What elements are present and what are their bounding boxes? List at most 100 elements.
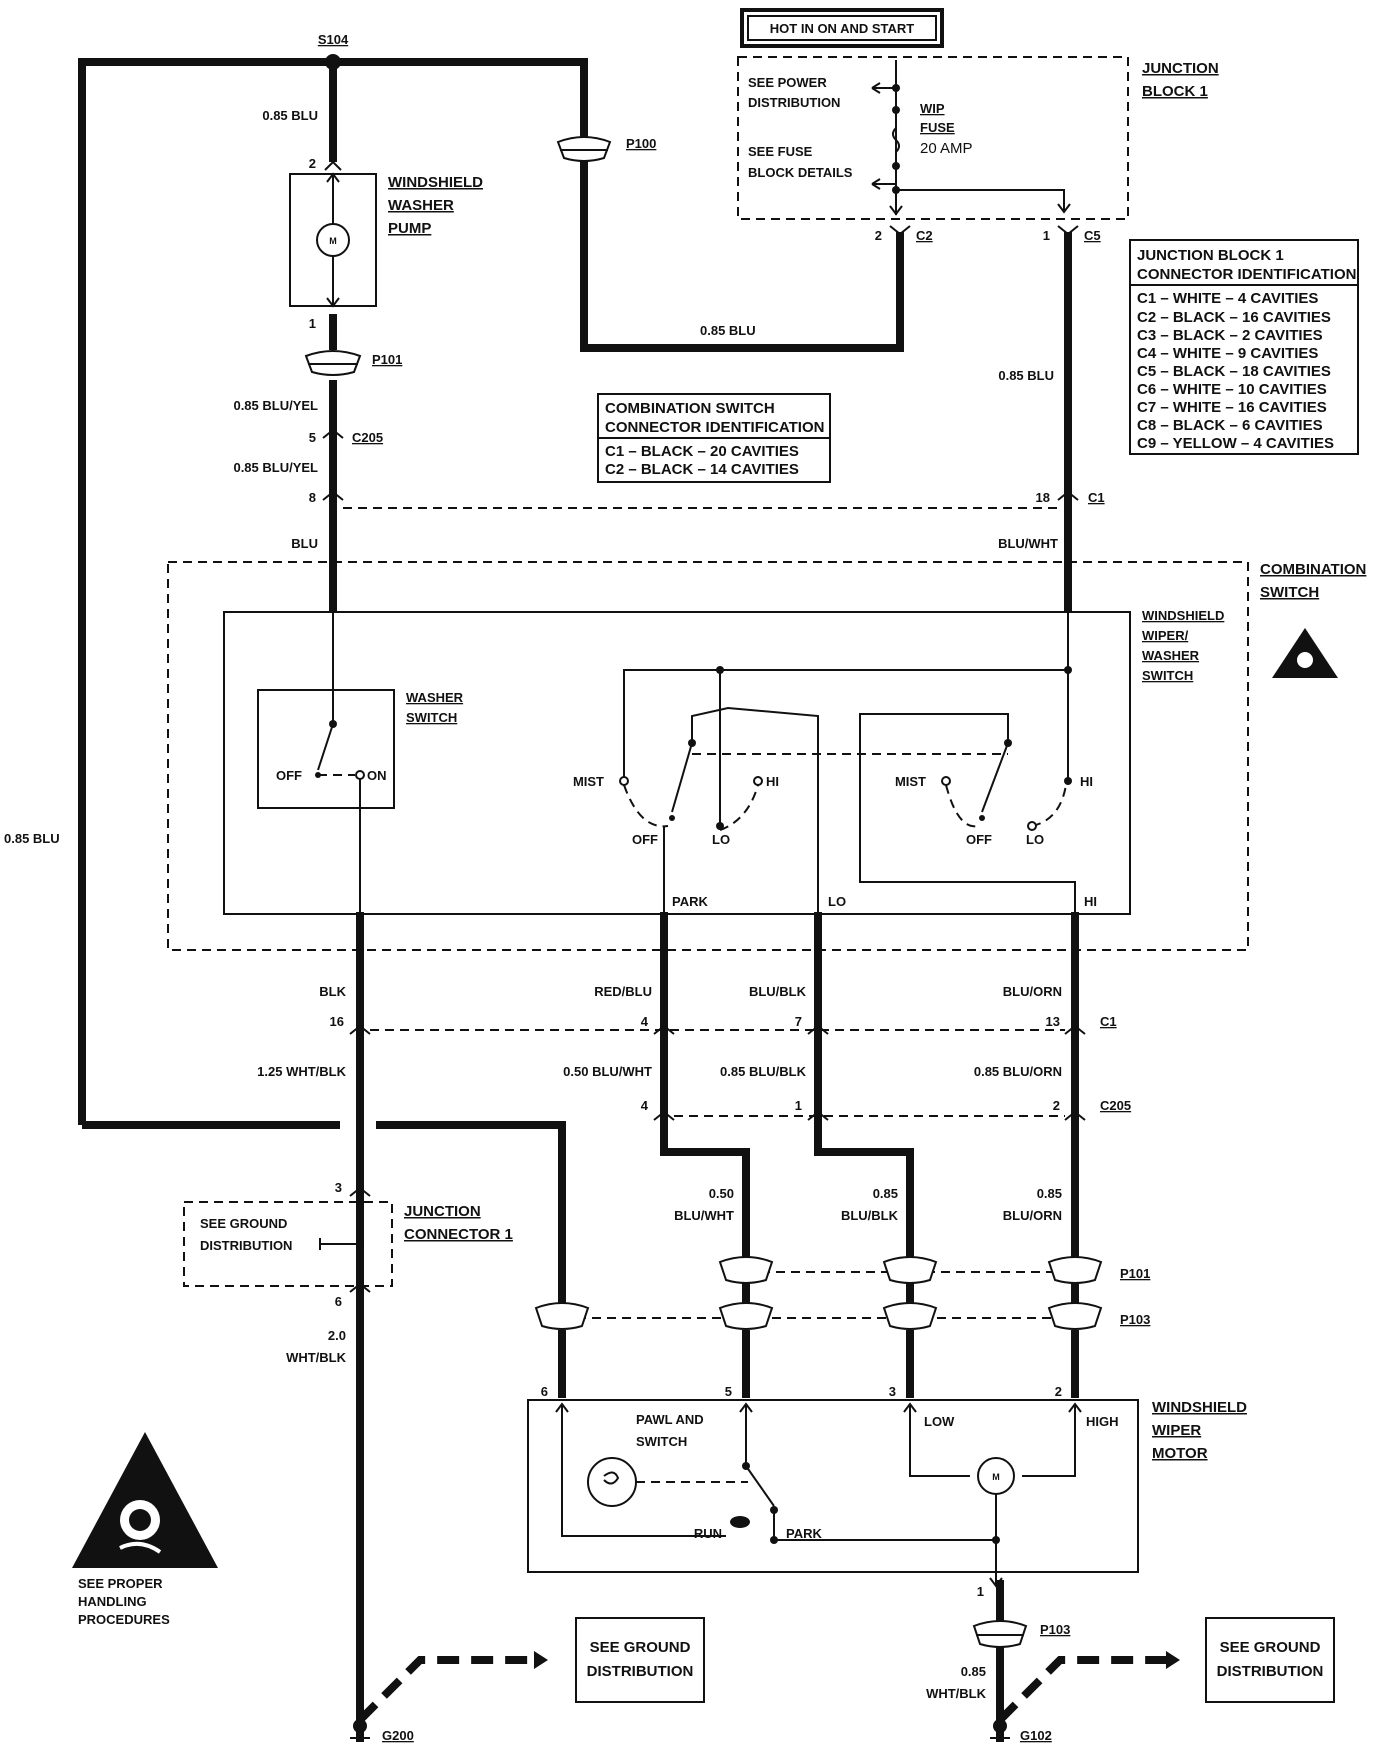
washer-switch-label-1: WASHER bbox=[406, 690, 464, 705]
jc1-ground-1: SEE GROUND bbox=[200, 1216, 287, 1231]
hot-banner: HOT IN ON AND START bbox=[740, 8, 944, 48]
wire-label: BLU/ORN bbox=[1003, 1208, 1062, 1223]
see-fuse-1: SEE FUSE bbox=[748, 144, 813, 159]
position-label: PARK bbox=[786, 1526, 822, 1541]
jb1-id-row: C5 – BLACK – 18 CAVITIES bbox=[1137, 363, 1331, 380]
wiper-motor-label-3: MOTOR bbox=[1152, 1445, 1208, 1462]
wire-label: 0.85 BLU bbox=[998, 368, 1054, 383]
jb1-id-row: C2 – BLACK – 16 CAVITIES bbox=[1137, 309, 1331, 326]
wire-label: 0.85 BLU bbox=[700, 323, 756, 338]
fuse-name-1: WIP bbox=[920, 101, 945, 116]
motor-letter: M bbox=[992, 1472, 1000, 1482]
combo-switch-label-1: COMBINATION bbox=[1260, 561, 1366, 578]
junction-connector-1: 3 SEE GROUND DISTRIBUTION JUNCTION CONNE… bbox=[183, 1180, 513, 1309]
wiper-switch-blade bbox=[671, 742, 693, 813]
windshield-washer-pump: 2 M 1 WINDSHIELD WASHER PUMP bbox=[289, 156, 483, 331]
pin-label: 6 bbox=[541, 1384, 548, 1399]
ground-label: G200 bbox=[382, 1728, 414, 1743]
pin-label: 5 bbox=[725, 1384, 732, 1399]
jc1-label-1: JUNCTION bbox=[404, 1203, 481, 1220]
connector-label: C5 bbox=[1084, 228, 1101, 243]
junction-block-1: JUNCTION BLOCK 1 SEE POWER DISTRIBUTION … bbox=[737, 56, 1219, 220]
pin-label: 1 bbox=[309, 316, 316, 331]
wire-label: 0.50 bbox=[709, 1186, 734, 1201]
connector-label: C205 bbox=[352, 430, 383, 445]
connector-p101-pump: P101 bbox=[304, 350, 402, 376]
wire-label: 0.85 bbox=[873, 1186, 898, 1201]
combination-switch: COMBINATION SWITCH WINDSHIELD WIPER/ WAS… bbox=[167, 561, 1366, 951]
wws-label-3: WASHER bbox=[1142, 648, 1200, 663]
combo-id-title-1: COMBINATION SWITCH bbox=[605, 400, 775, 417]
pin-label: 6 bbox=[335, 1294, 342, 1309]
wire-label: 1.25 WHT/BLK bbox=[257, 1064, 346, 1079]
position-label: LO bbox=[712, 832, 730, 847]
ground-ref-2: DISTRIBUTION bbox=[1217, 1663, 1324, 1680]
position-label: LO bbox=[1026, 832, 1044, 847]
position-label: MIST bbox=[895, 774, 926, 789]
wire-label: 0.85 BLU/ORN bbox=[974, 1064, 1062, 1079]
connector-label: C205 bbox=[1100, 1098, 1131, 1113]
wire-label: 0.85 bbox=[1037, 1186, 1062, 1201]
washer-pump-label-1: WINDSHIELD bbox=[388, 174, 483, 191]
motor-letter: M bbox=[329, 236, 337, 246]
combo-switch-label-2: SWITCH bbox=[1260, 584, 1319, 601]
position-label: RUN bbox=[694, 1526, 722, 1541]
wire-label: RED/BLU bbox=[594, 984, 652, 999]
pin-label: 16 bbox=[330, 1014, 344, 1029]
wire-label: 0.85 bbox=[961, 1664, 986, 1679]
fuse-symbol-icon bbox=[892, 127, 900, 153]
handling-text-2: HANDLING bbox=[78, 1594, 147, 1609]
connector-label: P101 bbox=[1120, 1266, 1150, 1281]
wire-label: 0.85 BLU/YEL bbox=[233, 398, 318, 413]
wire-label: BLU bbox=[291, 536, 318, 551]
pin-label: 5 bbox=[309, 430, 316, 445]
jb1-id-title-2: CONNECTOR IDENTIFICATION bbox=[1137, 266, 1356, 283]
wire-label: BLU/WHT bbox=[998, 536, 1058, 551]
output-label: LO bbox=[828, 894, 846, 909]
wire-label: BLU/BLK bbox=[841, 1208, 899, 1223]
pin-label: 4 bbox=[641, 1014, 649, 1029]
cam-icon bbox=[587, 1457, 637, 1507]
see-fuse-2: BLOCK DETAILS bbox=[748, 165, 853, 180]
position-label: HI bbox=[766, 774, 779, 789]
connector-label: C1 bbox=[1100, 1014, 1117, 1029]
fuse-rating: 20 AMP bbox=[920, 140, 973, 157]
position-label: OFF bbox=[966, 832, 992, 847]
wire-label: WHT/BLK bbox=[286, 1350, 347, 1365]
position-label: OFF bbox=[632, 832, 658, 847]
washer-switch-blade bbox=[317, 723, 334, 771]
pawl-switch-blade bbox=[745, 1465, 775, 1507]
pin-label: 3 bbox=[889, 1384, 896, 1399]
handling-warning: SEE PROPER HANDLING PROCEDURES bbox=[72, 1432, 218, 1627]
wire-label: 0.50 BLU/WHT bbox=[563, 1064, 652, 1079]
pin-label: 1 bbox=[795, 1098, 802, 1113]
windshield-wiper-motor: 6 5 3 2 WINDSHIELD WIPER MOTOR PAWL AND … bbox=[527, 1384, 1247, 1588]
handling-text-1: SEE PROPER bbox=[78, 1576, 163, 1591]
position-label: OFF bbox=[276, 768, 302, 783]
pin-label: 4 bbox=[641, 1098, 649, 1113]
splice-s104: S104 bbox=[318, 32, 349, 70]
position-label: LOW bbox=[924, 1414, 955, 1429]
ground-ref-1: SEE GROUND bbox=[590, 1639, 691, 1656]
connector-label: C1 bbox=[1088, 490, 1105, 505]
connector-c1-lower: 16 4 7 13 C1 bbox=[330, 1014, 1117, 1035]
jc1-label-2: CONNECTOR 1 bbox=[404, 1226, 513, 1243]
pin-label: 2 bbox=[1055, 1384, 1062, 1399]
see-power-2: DISTRIBUTION bbox=[748, 95, 840, 110]
position-label: ON bbox=[367, 768, 387, 783]
connector-p101-row: P101 bbox=[718, 1256, 1150, 1284]
connector-p100: P100 bbox=[556, 136, 656, 162]
ground-g200: SEE GROUND DISTRIBUTION G200 bbox=[350, 1617, 705, 1743]
wire-label: BLU/BLK bbox=[749, 984, 807, 999]
jb1-id-row: C8 – BLACK – 6 CAVITIES bbox=[1137, 417, 1323, 434]
pin-label: 8 bbox=[309, 490, 316, 505]
washer-pump-label-3: PUMP bbox=[388, 220, 431, 237]
jb1-title-2: BLOCK 1 bbox=[1142, 83, 1208, 100]
wws-label-2: WIPER/ bbox=[1142, 628, 1189, 643]
thick-wires bbox=[78, 58, 1079, 1742]
wws-label-4: SWITCH bbox=[1142, 668, 1193, 683]
connector-label: P100 bbox=[626, 136, 656, 151]
connector-c2-c5: 2 C2 1 C5 bbox=[875, 225, 1101, 243]
jb1-id-row: C7 – WHITE – 16 CAVITIES bbox=[1137, 399, 1327, 416]
